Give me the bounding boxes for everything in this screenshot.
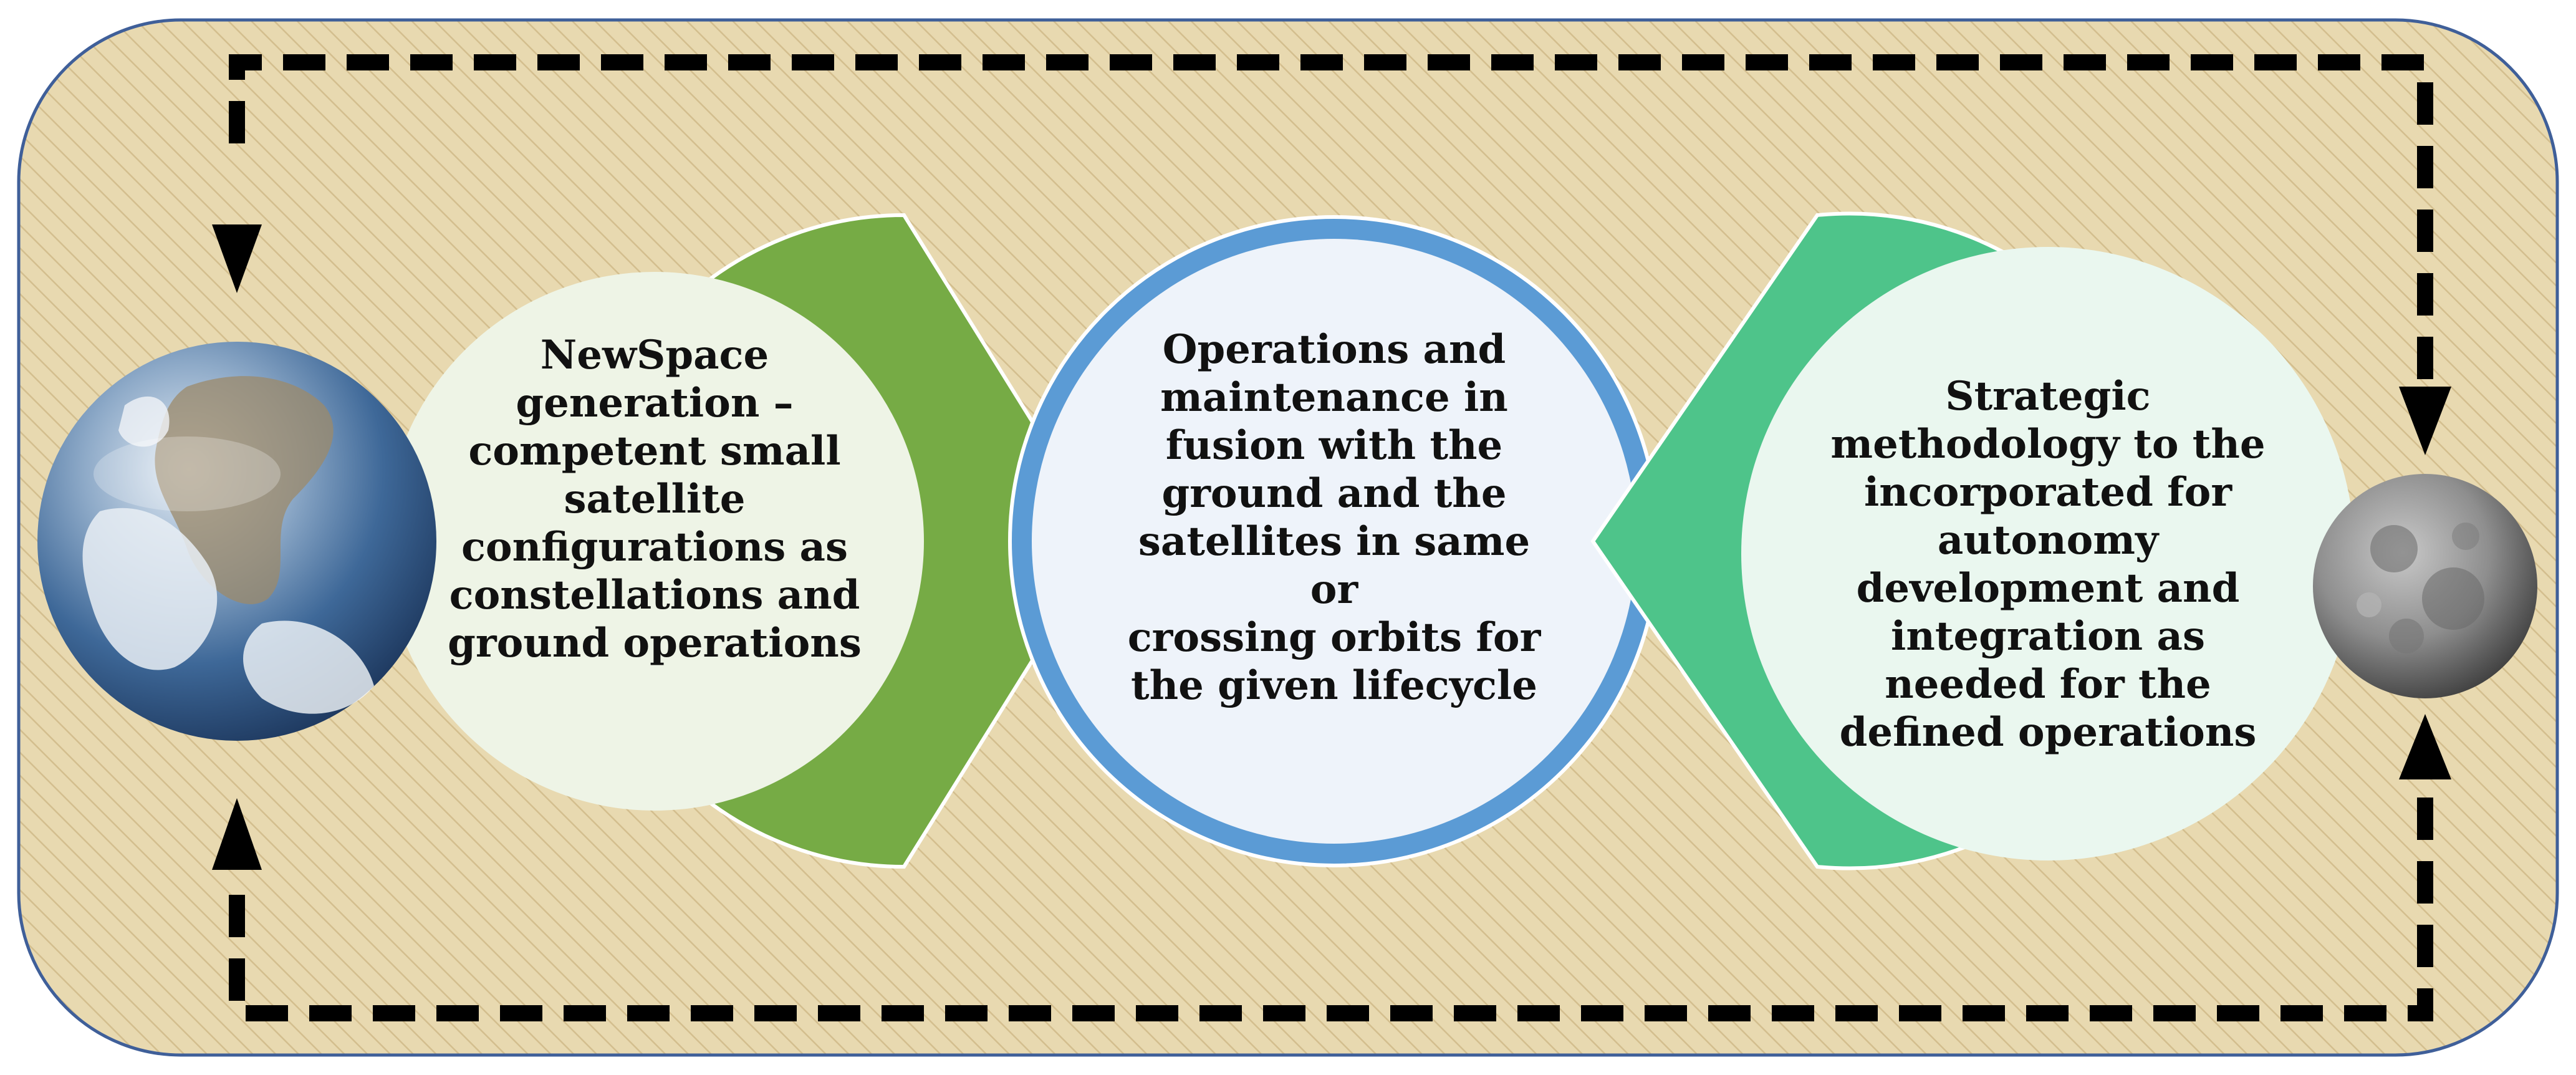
newspace-node-text: NewSpace generation – competent small sa… [448, 331, 862, 667]
node-strategic [1590, 211, 2355, 870]
dashed-loop-top [229, 54, 2433, 405]
dashed-feedback-loop [212, 54, 2451, 1021]
moon-icon [2313, 474, 2537, 698]
arrow-up-earth [212, 798, 262, 870]
node-newspace [385, 213, 1109, 869]
operations-node-text: Operations and maintenance in fusion wit… [1127, 326, 1541, 709]
arrow-down-moon [2399, 387, 2451, 455]
operations-inner-circle [1032, 239, 1636, 844]
node-operations [1008, 215, 1660, 867]
newspace-inner-circle [385, 272, 924, 811]
strategic-inner-circle [1741, 247, 2355, 860]
arrow-up-moon [2399, 714, 2451, 779]
strategic-node-text: Strategic methodology to the incorporate… [1830, 373, 2266, 756]
earth-globe-icon [37, 342, 436, 741]
arrow-down-earth [212, 224, 262, 293]
dashed-loop-bottom [229, 783, 2433, 1021]
